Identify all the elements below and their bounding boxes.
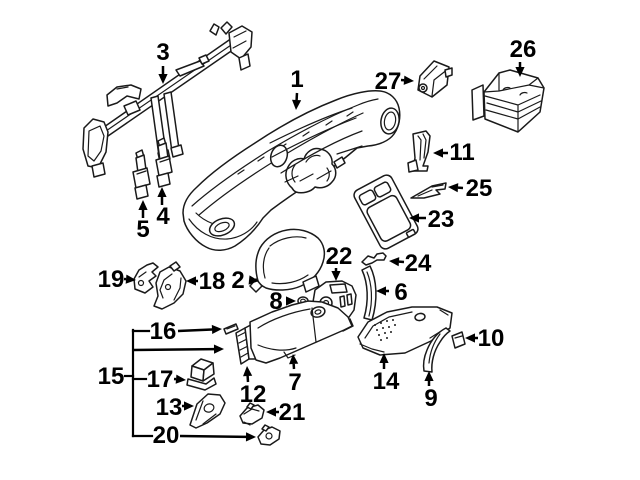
callout-arrow-24-head bbox=[389, 257, 400, 267]
callout-label-12: 12 bbox=[240, 381, 267, 408]
part-18-bracket bbox=[153, 261, 187, 310]
callout-label-2: 2 bbox=[231, 267, 244, 294]
callout-label-10: 10 bbox=[478, 325, 505, 352]
callout-arrow-22-head bbox=[331, 271, 341, 281]
callout-arrow-21-head bbox=[266, 407, 276, 417]
callout-arrow-9-head bbox=[424, 371, 434, 381]
callout-arrow-20-head bbox=[245, 432, 256, 442]
part-21-clip bbox=[239, 402, 265, 426]
callout-label-19: 19 bbox=[98, 266, 125, 293]
part-3-crossmember-beam bbox=[82, 21, 253, 178]
callout-arrow-11-head bbox=[433, 148, 443, 158]
callout-arrow-18-head bbox=[186, 276, 196, 286]
part-16-clip bbox=[223, 323, 239, 335]
callout-arrow-1-head bbox=[291, 99, 302, 110]
callout-arrow-23-head bbox=[409, 213, 419, 223]
callout-arrow-14-head bbox=[379, 353, 389, 363]
callout-label-15: 15 bbox=[98, 363, 125, 390]
callout-label-25: 25 bbox=[466, 175, 493, 202]
part-14-lower-panel-right bbox=[357, 306, 453, 356]
callout-label-17: 17 bbox=[147, 366, 174, 393]
callout-label-7: 7 bbox=[288, 369, 301, 396]
callout-label-20: 20 bbox=[153, 422, 180, 449]
callout-arrow-4-head bbox=[157, 187, 167, 197]
callout-arrow-2-head bbox=[248, 275, 259, 285]
callout-arrow-12-head bbox=[243, 366, 253, 377]
callout-arrow-5-head bbox=[138, 200, 148, 210]
callout-arrow-19-head bbox=[125, 274, 136, 284]
callout-label-5: 5 bbox=[136, 216, 149, 243]
part-11-bracket bbox=[407, 130, 431, 173]
callout-arrow-8-head bbox=[286, 296, 296, 306]
callout-label-22: 22 bbox=[326, 243, 353, 270]
part-10-clip bbox=[451, 331, 466, 349]
callout-label-6: 6 bbox=[394, 279, 407, 306]
callout-arrow-3-head bbox=[158, 74, 168, 84]
group-bracket-15-arrow-line bbox=[132, 347, 215, 352]
part-24-bracket-strip bbox=[361, 252, 387, 266]
callout-arrow-25-head bbox=[448, 183, 459, 193]
callout-arrow-6-head bbox=[376, 286, 386, 296]
part-5-bracket bbox=[132, 149, 151, 200]
part-27-bracket-module bbox=[417, 60, 453, 98]
part-23-center-bezel bbox=[353, 174, 419, 250]
callout-arrow-26-head bbox=[515, 67, 525, 77]
callout-arrow-27-head bbox=[403, 75, 414, 85]
callout-label-23: 23 bbox=[428, 206, 455, 233]
callout-label-9: 9 bbox=[424, 385, 437, 412]
part-4-bracket bbox=[155, 137, 173, 188]
group-bracket-15-arrow-head bbox=[213, 344, 224, 354]
callout-label-14: 14 bbox=[373, 368, 400, 395]
callout-label-4: 4 bbox=[156, 203, 170, 230]
part-20-clip bbox=[257, 424, 281, 446]
callout-arrow-20-line bbox=[179, 434, 247, 439]
callout-arrow-16-line bbox=[177, 328, 213, 333]
callout-label-27: 27 bbox=[375, 68, 402, 95]
part-25-bracket-blade bbox=[410, 182, 447, 199]
part-2-cluster-housing bbox=[249, 228, 326, 293]
part-1-instrument-panel bbox=[182, 90, 401, 251]
part-17-bracket-box bbox=[186, 358, 217, 391]
part-9-curved-trim bbox=[422, 327, 451, 373]
callout-arrow-13-head bbox=[184, 401, 194, 411]
callout-label-26: 26 bbox=[510, 36, 537, 63]
part-19-bracket bbox=[133, 262, 159, 294]
callout-label-18: 18 bbox=[199, 268, 226, 295]
callout-arrow-10-head bbox=[465, 333, 475, 343]
callout-arrow-16-head bbox=[211, 324, 222, 335]
callout-arrow-7-head bbox=[289, 354, 299, 365]
callout-label-8: 8 bbox=[269, 288, 282, 315]
part-26-storage-box bbox=[471, 69, 545, 133]
callout-label-3: 3 bbox=[156, 39, 169, 66]
callout-label-13: 13 bbox=[156, 394, 183, 421]
callout-arrow-17-head bbox=[175, 374, 186, 384]
part-7-lower-panel bbox=[249, 300, 353, 364]
callout-label-24: 24 bbox=[405, 250, 432, 277]
callout-label-11: 11 bbox=[449, 139, 474, 166]
callout-label-16: 16 bbox=[150, 318, 177, 345]
callout-label-1: 1 bbox=[290, 66, 303, 93]
callout-layer: 1234567891011121314151617181920212223242… bbox=[98, 36, 537, 449]
part-13-bracket bbox=[189, 393, 226, 429]
part-6-pillar-trim bbox=[361, 265, 377, 321]
callout-label-21: 21 bbox=[279, 399, 306, 426]
